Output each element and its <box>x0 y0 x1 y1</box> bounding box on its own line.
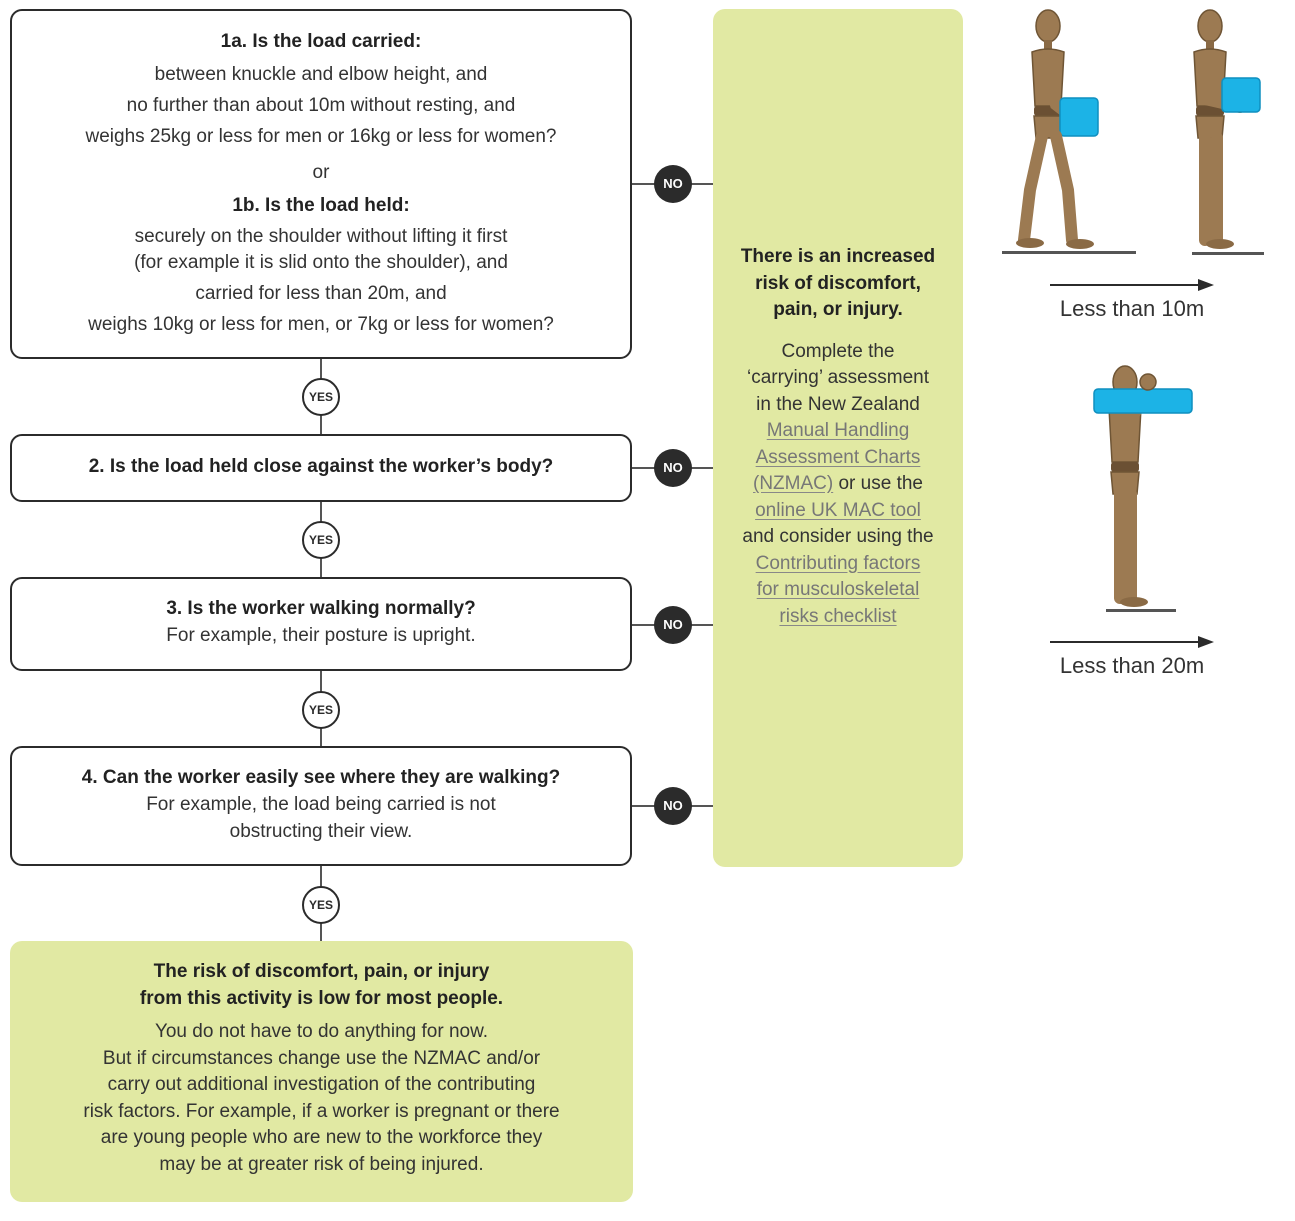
low-risk-text: are young people who are new to the work… <box>100 1127 543 1148</box>
question-1b-title: 1b. Is the load held: <box>232 195 410 216</box>
no-badge: NO <box>654 449 692 487</box>
contributing-factors-link[interactable]: risks checklist <box>779 605 897 627</box>
yes-badge: YES <box>302 886 340 924</box>
question-4-title: 4. Can the worker easily see where they … <box>81 767 561 788</box>
yes-badge: YES <box>302 691 340 729</box>
risk-text: ‘carrying’ assessment <box>747 367 929 388</box>
risk-text: and consider using the <box>742 526 934 547</box>
increased-risk-panel: There is an increased risk of discomfort… <box>713 9 963 867</box>
risk-text: in the New Zealand <box>756 393 920 415</box>
question-3-box: 3. Is the worker walking normally? For e… <box>10 577 632 671</box>
carrying-illustration <box>1002 9 1264 648</box>
nzmac-link[interactable]: Manual Handling <box>766 420 910 441</box>
low-risk-text: may be at greater risk of being injured. <box>159 1153 484 1175</box>
risk-title-line: There is an increased <box>740 246 936 267</box>
no-badge: NO <box>654 165 692 203</box>
question-1b-line: securely on the shoulder without lifting… <box>134 226 508 247</box>
question-2-title: 2. Is the load held close against the wo… <box>88 456 554 477</box>
low-risk-text: But if circumstances change use the NZMA… <box>102 1047 541 1069</box>
distance-arrow-20m <box>1050 636 1214 648</box>
question-1a-line: between knuckle and elbow height, and <box>154 64 488 85</box>
yes-badge: YES <box>302 378 340 416</box>
question-1b-line: carried for less than 20m, and <box>195 283 447 304</box>
risk-text: or use the <box>833 473 923 494</box>
or-label: or <box>312 162 330 183</box>
low-risk-text: You do not have to do anything for now. <box>154 1021 489 1042</box>
question-1b-line: weighs 10kg or less for men, or 7kg or l… <box>88 314 554 335</box>
risk-title-line: risk of discomfort, <box>755 272 921 294</box>
low-risk-title: from this activity is low for most peopl… <box>139 987 504 1009</box>
question-1-box: 1a. Is the load carried: between knuckle… <box>10 9 632 359</box>
question-1a-line: weighs 25kg or less for men or 16kg or l… <box>85 126 557 147</box>
question-3-title: 3. Is the worker walking normally? <box>166 598 476 619</box>
low-risk-text: risk factors. For example, if a worker i… <box>83 1100 560 1122</box>
low-risk-title: The risk of discomfort, pain, or injury <box>153 961 490 982</box>
no-badge: NO <box>654 787 692 825</box>
question-1a-title: 1a. Is the load carried: <box>220 31 422 52</box>
nzmac-link[interactable]: Assessment Charts <box>755 446 921 468</box>
question-2-box: 2. Is the load held close against the wo… <box>10 434 632 502</box>
question-1b-line: (for example it is slid onto the shoulde… <box>134 252 508 273</box>
contributing-factors-link[interactable]: Contributing factors <box>755 552 921 574</box>
question-1a-line: no further than about 10m without restin… <box>126 95 516 116</box>
no-badge: NO <box>654 606 692 644</box>
low-risk-panel: The risk of discomfort, pain, or injury … <box>10 941 633 1202</box>
shoulder-carry-figure <box>1093 365 1193 612</box>
contributing-factors-link[interactable]: for musculoskeletal <box>756 579 920 600</box>
yes-badge: YES <box>302 521 340 559</box>
walking-figure-2 <box>1192 9 1264 255</box>
question-4-sub: For example, the load being carried is n… <box>146 794 496 815</box>
walking-figure-1 <box>1002 9 1136 254</box>
uk-mac-tool-link[interactable]: online UK MAC tool <box>755 499 921 521</box>
caption-less-than-10m: Less than 10m <box>1059 296 1205 321</box>
question-3-sub: For example, their posture is upright. <box>166 625 476 646</box>
risk-text: Complete the <box>781 340 895 362</box>
caption-less-than-20m: Less than 20m <box>1059 653 1205 678</box>
low-risk-text: carry out additional investigation of th… <box>107 1074 536 1095</box>
question-4-box: 4. Can the worker easily see where they … <box>10 746 632 866</box>
nzmac-link[interactable]: (NZMAC) <box>753 473 834 494</box>
risk-title-line: pain, or injury. <box>773 299 903 320</box>
distance-arrow-10m <box>1050 279 1214 291</box>
question-4-sub: obstructing their view. <box>229 821 413 842</box>
